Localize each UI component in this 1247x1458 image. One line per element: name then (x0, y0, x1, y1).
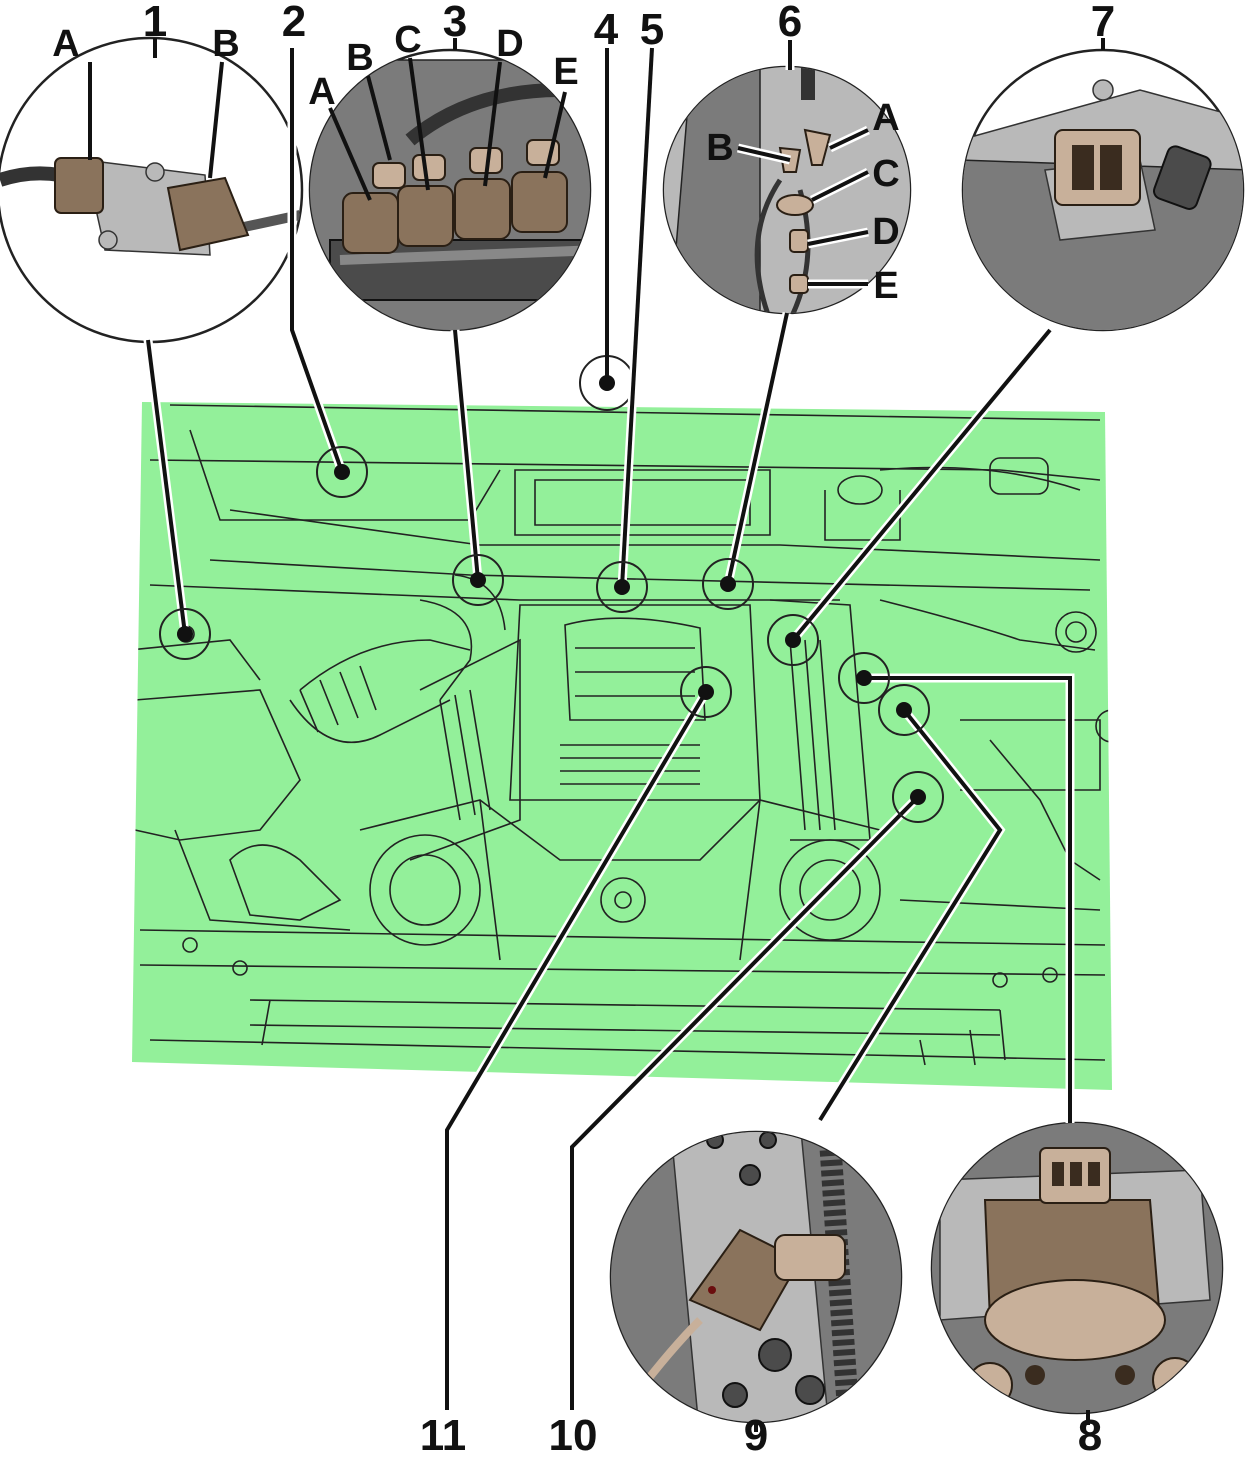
callout-11: 11 (420, 1411, 467, 1458)
inset-6 (662, 40, 912, 315)
inset-1-letter-b: B (212, 23, 239, 65)
inset-3-letter-e: E (553, 51, 578, 93)
callout-8: 8 (1078, 1411, 1102, 1458)
inset-7 (961, 38, 1245, 332)
inset-8 (930, 1121, 1224, 1425)
inset-9 (609, 1130, 903, 1432)
callout-2: 2 (282, 0, 306, 46)
inset-3-connectors (342, 139, 568, 254)
inset-3-letters: A B C D E (308, 19, 578, 113)
engine-bay-fill (132, 402, 1112, 1090)
connector-1b (166, 176, 250, 252)
leader-lines (143, 47, 1075, 1410)
engine-linework (132, 404, 1112, 1066)
callout-9: 9 (744, 1411, 768, 1458)
callout-7: 7 (1091, 0, 1115, 46)
inset-6-letter-a: A (872, 97, 899, 139)
engine-markers (159, 446, 944, 823)
inset-3-letter-c: C (394, 19, 421, 61)
inset-3-letter-d: D (496, 23, 523, 65)
inset-6-letter-d: D (872, 211, 899, 253)
inset-3 (308, 38, 592, 332)
inset-6-letter-e: E (873, 265, 898, 307)
callout-4: 4 (594, 5, 619, 54)
inset-3-letter-a: A (308, 71, 335, 113)
inset-6-letter-c: C (872, 153, 899, 195)
connector-1a (54, 157, 104, 214)
engine-bay (132, 402, 1112, 1090)
callout-4-marker (579, 48, 635, 411)
callout-1: 1 (143, 0, 167, 46)
inset-3-letter-b: B (346, 37, 373, 79)
inset-1 (0, 36, 304, 344)
callout-6: 6 (778, 0, 802, 46)
callout-10: 10 (549, 1411, 598, 1458)
callout-numbers: 1 2 3 4 5 6 7 8 9 10 11 (143, 0, 1115, 1458)
callout-5: 5 (640, 5, 664, 54)
callout-3: 3 (443, 0, 467, 46)
inset-1-letters: A B (52, 23, 239, 65)
inset-6-letters: A B C D E (706, 97, 899, 307)
inset-6-letter-b: B (706, 127, 733, 169)
inset-1-letter-a: A (52, 23, 79, 65)
